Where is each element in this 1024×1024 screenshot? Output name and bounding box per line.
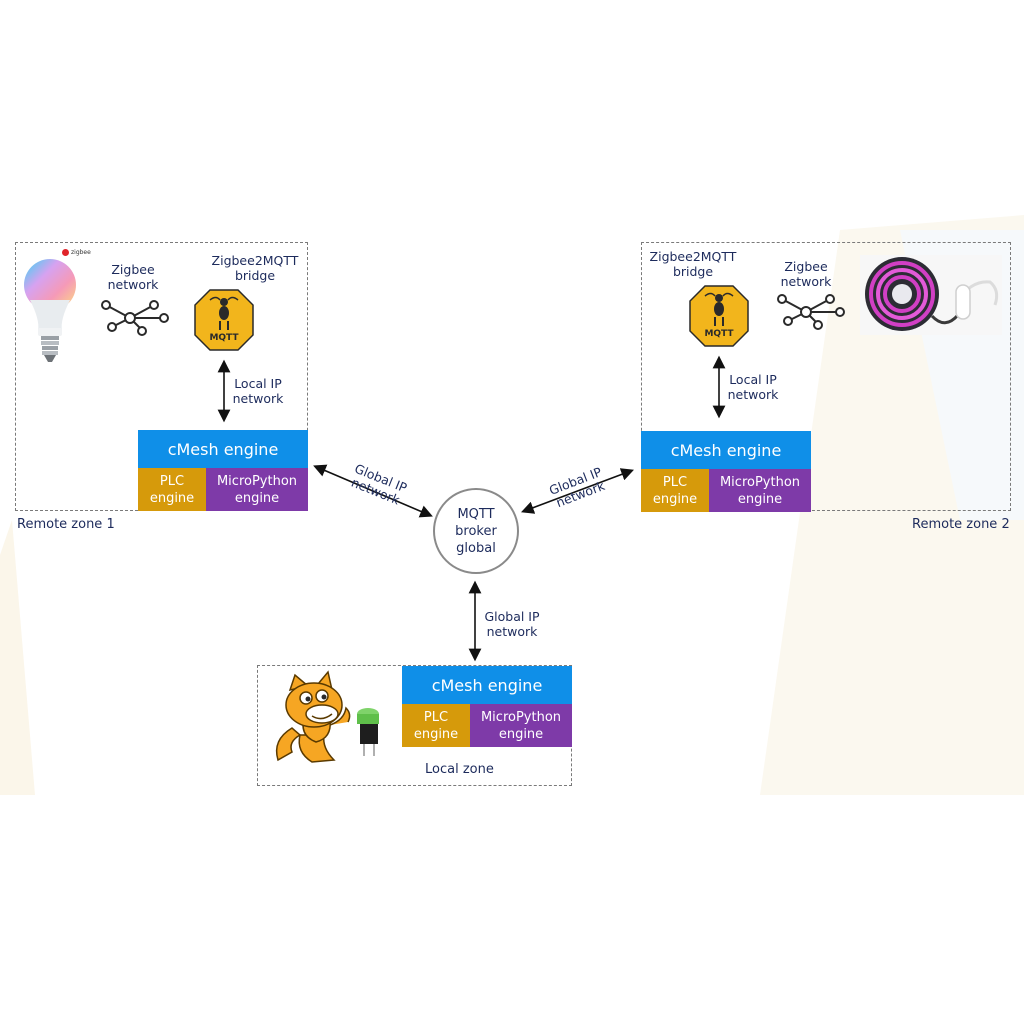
cmesh-engine-title-2: cMesh engine [641, 431, 811, 469]
cmesh-engine-title-local: cMesh engine [402, 666, 572, 704]
remote-zone-1-label: Remote zone 1 [17, 517, 115, 532]
mqtt-logo-text-1: MQTT [209, 333, 239, 343]
local-zone-label: Local zone [425, 762, 494, 777]
remote-zone-2-box [641, 242, 1011, 511]
cmesh-engine-title-1: cMesh engine [138, 430, 308, 468]
zigbee-brand-text: zigbee [71, 249, 91, 256]
remote-zone-2-label: Remote zone 2 [912, 517, 1010, 532]
mqtt-broker-node: MQTT broker global [433, 488, 519, 574]
global-ip-arrow-left [313, 464, 433, 518]
zigbee-brand-logo: zigbee [62, 249, 91, 256]
mqtt-logo-text-2: MQTT [704, 329, 734, 339]
zigbee-z-icon [62, 249, 69, 256]
global-ip-arrow-right [521, 468, 634, 514]
